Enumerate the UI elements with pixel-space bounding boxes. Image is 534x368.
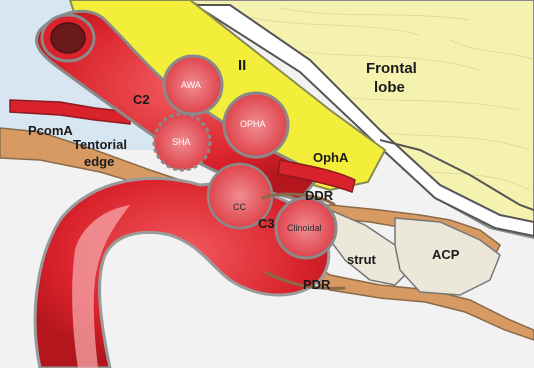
label-c2: C2 xyxy=(133,92,150,107)
label-strut: strut xyxy=(347,252,377,267)
label-ddr: DDR xyxy=(305,188,334,203)
label-tentorial: Tentorial xyxy=(73,137,127,152)
label-opha-artery: OphA xyxy=(313,150,349,165)
label-roman-two: II xyxy=(238,57,246,74)
label-cc: CC xyxy=(233,202,246,212)
label-frontal: Frontal xyxy=(366,60,417,77)
label-sha: SHA xyxy=(172,137,191,147)
label-c3: C3 xyxy=(258,216,275,231)
label-opha: OPHA xyxy=(240,119,266,129)
label-awa: AWA xyxy=(181,80,201,90)
label-pdr: PDR xyxy=(303,277,331,292)
label-lobe: lobe xyxy=(374,79,405,96)
label-acp: ACP xyxy=(432,247,460,262)
vessel-lumen xyxy=(51,23,85,53)
label-edge: edge xyxy=(84,154,114,169)
label-clinoidal: Clinoidal xyxy=(287,223,322,233)
label-pcoma: PcomA xyxy=(28,123,73,138)
